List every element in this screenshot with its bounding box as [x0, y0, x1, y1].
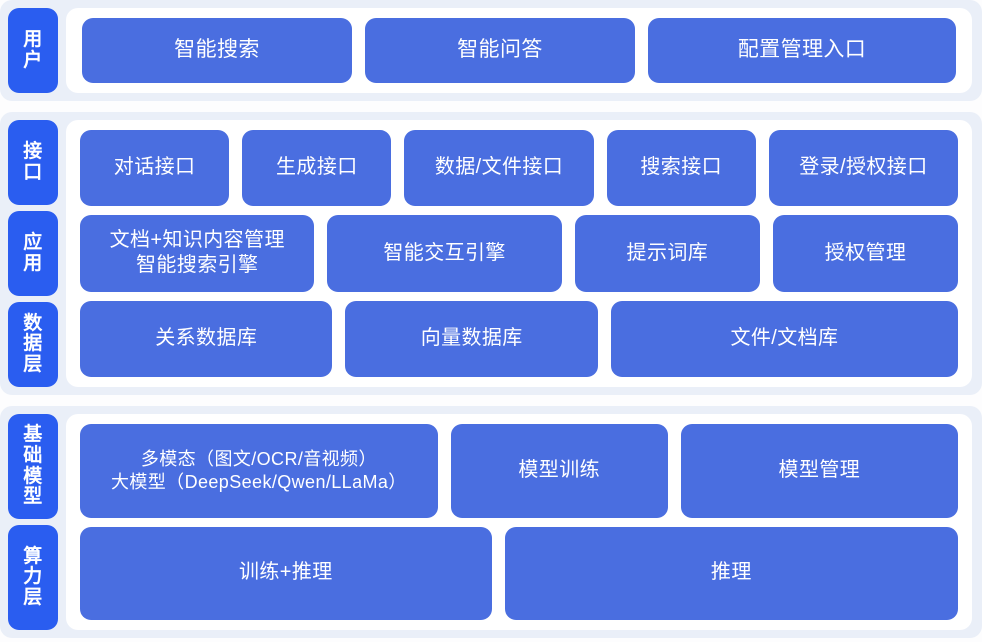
rail-label-data-layer[interactable]: 数据层 — [8, 302, 58, 387]
box-file-document-repository[interactable]: 文件/文档库 — [610, 300, 958, 377]
rail-label-compute-layer-text: 算力层 — [23, 545, 43, 608]
box-data-file-interface[interactable]: 数据/文件接口 — [404, 130, 594, 207]
box-intelligent-qa[interactable]: 智能问答 — [364, 18, 635, 83]
card-base: 多模态（图文/OCR/音视频） 大模型（DeepSeek/Qwen/LLaMa）… — [66, 414, 972, 630]
box-authorization-management[interactable]: 授权管理 — [772, 215, 958, 292]
rail-label-user-text: 用户 — [23, 28, 43, 71]
box-doc-knowledge-management[interactable]: 文档+知识内容管理 智能搜索引擎 — [80, 215, 315, 292]
box-intelligent-interaction-engine[interactable]: 智能交互引擎 — [327, 215, 562, 292]
rail-base: 基础模型 算力层 — [8, 414, 58, 630]
rail-label-interface-text: 接口 — [23, 140, 43, 183]
box-dialogue-interface[interactable]: 对话接口 — [80, 130, 230, 207]
box-training-inference[interactable]: 训练+推理 — [80, 526, 492, 620]
rail-label-interface[interactable]: 接口 — [8, 120, 58, 205]
card-middle: 对话接口 生成接口 数据/文件接口 搜索接口 登录/授权接口 文档+知识内容管理… — [66, 120, 972, 387]
box-inference[interactable]: 推理 — [504, 526, 958, 620]
rail-middle: 接口 应用 数据层 — [8, 120, 58, 387]
box-generation-interface[interactable]: 生成接口 — [242, 130, 392, 207]
box-login-auth-interface[interactable]: 登录/授权接口 — [768, 130, 958, 207]
box-multimodal-large-model[interactable]: 多模态（图文/OCR/音视频） 大模型（DeepSeek/Qwen/LLaMa） — [80, 424, 438, 518]
section-user: 用户 智能搜索 智能问答 配置管理入口 — [0, 0, 982, 101]
rail-label-application-text: 应用 — [23, 231, 43, 274]
box-model-training[interactable]: 模型训练 — [450, 424, 668, 518]
application-row: 文档+知识内容管理 智能搜索引擎 智能交互引擎 提示词库 授权管理 — [80, 215, 958, 292]
rail-user: 用户 — [8, 8, 58, 93]
rail-label-base-model-text: 基础模型 — [23, 424, 43, 508]
user-row: 智能搜索 智能问答 配置管理入口 — [82, 18, 956, 83]
card-user: 智能搜索 智能问答 配置管理入口 — [66, 8, 972, 93]
rail-label-user[interactable]: 用户 — [8, 8, 58, 93]
box-config-management-entry[interactable]: 配置管理入口 — [647, 18, 956, 83]
box-model-management[interactable]: 模型管理 — [680, 424, 958, 518]
box-vector-database[interactable]: 向量数据库 — [345, 300, 598, 377]
box-search-interface[interactable]: 搜索接口 — [606, 130, 756, 207]
section-middle: 接口 应用 数据层 对话接口 生成接口 数据/文件接口 搜索接口 登录/授权接口… — [0, 112, 982, 395]
rail-label-base-model[interactable]: 基础模型 — [8, 414, 58, 519]
interface-row: 对话接口 生成接口 数据/文件接口 搜索接口 登录/授权接口 — [80, 130, 958, 207]
rail-label-compute-layer[interactable]: 算力层 — [8, 525, 58, 630]
section-base: 基础模型 算力层 多模态（图文/OCR/音视频） 大模型（DeepSeek/Qw… — [0, 406, 982, 638]
box-intelligent-search[interactable]: 智能搜索 — [82, 18, 352, 83]
box-prompt-library[interactable]: 提示词库 — [574, 215, 760, 292]
compute-layer-row: 训练+推理 推理 — [80, 526, 958, 620]
base-model-row: 多模态（图文/OCR/音视频） 大模型（DeepSeek/Qwen/LLaMa）… — [80, 424, 958, 518]
box-relational-database[interactable]: 关系数据库 — [80, 300, 333, 377]
rail-label-application[interactable]: 应用 — [8, 211, 58, 296]
rail-label-data-layer-text: 数据层 — [23, 312, 43, 375]
data-layer-row: 关系数据库 向量数据库 文件/文档库 — [80, 300, 958, 377]
